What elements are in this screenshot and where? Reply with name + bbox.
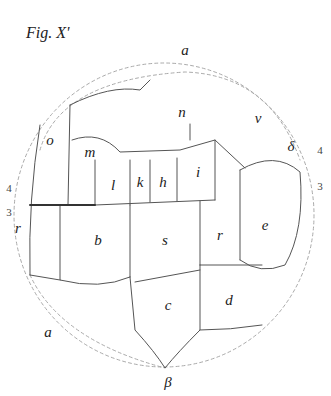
cell-letter: i [196, 165, 200, 180]
cell-letter: e [262, 218, 269, 233]
cell-letter: β [164, 375, 171, 390]
cell-letter: c [165, 298, 172, 313]
cell-letter: o [46, 133, 54, 148]
cell-letter: a [44, 325, 52, 340]
cell-letter: δ [288, 139, 295, 154]
cell-letter: b [94, 233, 102, 248]
cell-letter: a [181, 43, 189, 58]
cell-letter: r [15, 221, 21, 236]
figure-title: Fig. X' [26, 24, 69, 42]
callout-number: 4 [317, 145, 323, 156]
callout-number: 3 [317, 181, 323, 192]
cell-letter: m [85, 145, 96, 160]
cell-letter: d [225, 293, 233, 308]
cell-letter: v [255, 111, 262, 126]
cell-letter: h [159, 175, 167, 190]
cell-letter: k [137, 175, 144, 190]
callout-number: 3 [6, 207, 12, 218]
cell-letter: l [111, 178, 115, 193]
cell-letter: r [217, 228, 223, 243]
cell-letter: n [178, 105, 186, 120]
callout-number: 4 [6, 183, 12, 194]
cell-letter: s [162, 233, 168, 248]
